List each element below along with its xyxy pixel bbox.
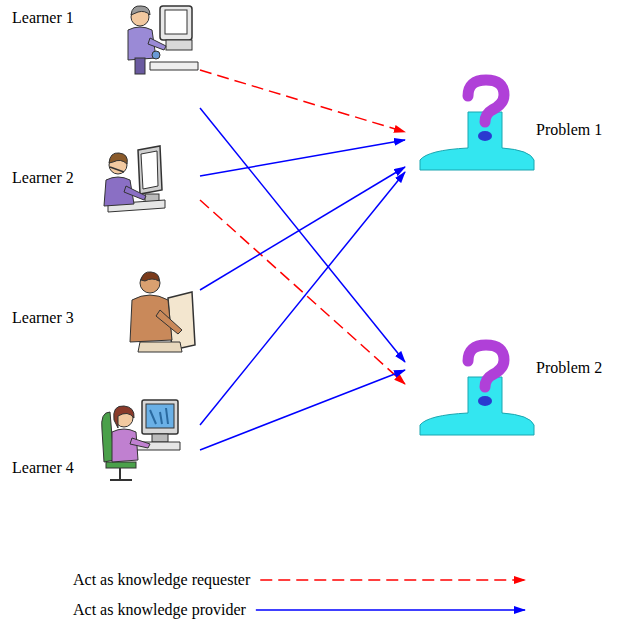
learner-node: Learner 4 <box>10 395 200 490</box>
learner-node: Learner 3 <box>10 265 200 360</box>
learner-clipart <box>130 272 195 352</box>
provider-arrow <box>200 167 405 290</box>
legend-label: Act as knowledge provider <box>73 600 246 620</box>
node-label: Learner 3 <box>12 308 200 328</box>
node-label: Learner 4 <box>12 458 200 478</box>
learner-node: Learner 2 <box>10 135 200 225</box>
node-label: Learner 1 <box>12 8 200 28</box>
node-label: Problem 2 <box>536 358 630 378</box>
node-label: Problem 1 <box>536 120 630 140</box>
problem-node: Problem 2 <box>405 340 630 440</box>
provider-arrow <box>200 172 405 425</box>
provider-arrow <box>200 140 405 176</box>
problem-node: Problem 1 <box>405 75 630 175</box>
learner-node: Learner 1 <box>10 0 200 120</box>
learner-clipart <box>104 146 165 212</box>
learner-clipart <box>128 6 198 74</box>
requester-arrow <box>200 70 405 132</box>
provider-arrow <box>200 370 405 450</box>
legend-line <box>256 609 525 611</box>
provider-arrow <box>200 108 405 362</box>
node-label: Learner 2 <box>12 168 200 188</box>
requester-arrow <box>200 200 405 384</box>
legend-label: Act as knowledge requester <box>73 570 250 590</box>
problem-icon <box>420 80 534 170</box>
problem-icon <box>420 345 534 435</box>
legend-line <box>260 579 525 581</box>
learner-clipart <box>102 400 180 480</box>
